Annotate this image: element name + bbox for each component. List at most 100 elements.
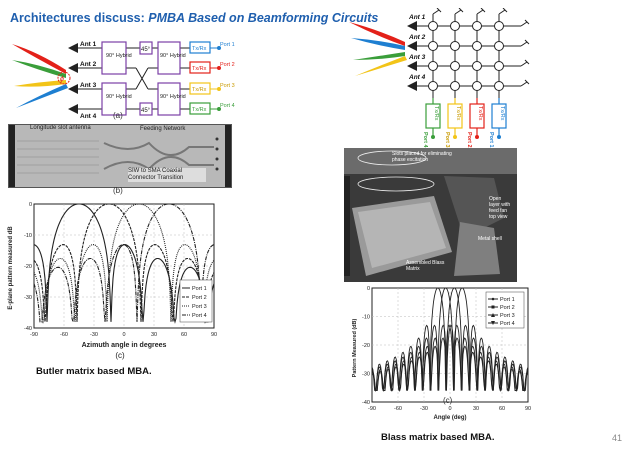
- butler-sublabel-a: (a): [113, 111, 123, 120]
- blass-photo: [344, 148, 517, 282]
- x-tick-label: 90: [525, 406, 531, 412]
- load-icon: [520, 61, 528, 67]
- y-tick-label: -10: [362, 315, 370, 321]
- y-tick-label: -10: [24, 233, 32, 239]
- blass-legend-port-3: Port 3: [500, 313, 515, 319]
- txrx-label: Tx/Rx: [433, 106, 439, 121]
- shift-label: 45°: [141, 108, 151, 114]
- coupler-node: [472, 41, 482, 51]
- butler-antennas: [68, 43, 78, 114]
- load-icon: [432, 9, 440, 15]
- x-tick-label: -90: [368, 406, 376, 412]
- y-tick-label: -20: [362, 343, 370, 349]
- beam-yellow: [14, 80, 66, 87]
- butler-ports: Tx/Rx Tx/Rx Tx/Rx Tx/Rx Port 1 Port 2 Po…: [189, 41, 235, 115]
- x-tick-label: -60: [394, 406, 402, 412]
- blass-y-label: Pattern Measured (dB): [352, 318, 358, 377]
- hybrid-label: 90° Hybrid: [160, 94, 186, 100]
- x-tick-label: -30: [90, 332, 98, 338]
- slide-title: Architectures discuss: PMBA Based on Bea…: [10, 11, 378, 25]
- blass-ant-3: Ant 3: [408, 54, 426, 61]
- blass-antennas: [407, 21, 417, 91]
- coupler-node: [494, 21, 504, 31]
- y-tick-label: 0: [29, 202, 32, 208]
- antenna-icon: [407, 61, 417, 71]
- blass-x-label: Angle (deg): [434, 415, 467, 421]
- butler-sublabel-b: (b): [113, 186, 123, 195]
- port-label: Port 2: [220, 62, 235, 68]
- blass-legend-port-2: Port 2: [500, 305, 515, 311]
- pattern-curve-port-1: [33, 203, 215, 324]
- y-tick-label: -30: [24, 295, 32, 301]
- pattern-curve-port-2: [33, 203, 215, 324]
- label-assembled-matrix: Assembled Blass Matrix: [406, 260, 445, 272]
- phase-circle: [57, 71, 71, 85]
- x-tick-label: -60: [60, 332, 68, 338]
- coupler-node: [494, 61, 504, 71]
- x-tick-label: 0: [448, 406, 451, 412]
- butler-wires: [78, 47, 190, 110]
- antenna-icon: [407, 21, 417, 31]
- blass-photo-drawing: [344, 148, 517, 282]
- butler-legend-port-1: Port 1: [192, 286, 207, 292]
- x-tick-label: 60: [181, 332, 187, 338]
- pattern-curve-port-4: [33, 203, 215, 324]
- title-italic: PMBA Based on Beamforming Circuits: [148, 11, 379, 25]
- butler-x-label: Azimuth angle in degrees: [82, 342, 167, 349]
- coupler-node: [428, 61, 438, 71]
- butler-sublabel-c: (c): [115, 351, 125, 360]
- y-tick-label: -40: [24, 326, 32, 332]
- label-slots-top: Slots placed for eliminating phase excit…: [392, 151, 452, 163]
- txrx-label: Tx/Rx: [192, 66, 207, 72]
- hybrid-block: [101, 41, 127, 75]
- butler-ant-1: Ant 1: [80, 41, 97, 48]
- antenna-icon: [68, 84, 78, 94]
- coupler-node: [472, 21, 482, 31]
- x-tick-label: 0: [122, 332, 125, 338]
- butler-ant-2: Ant 2: [80, 61, 97, 68]
- y-tick-label: -40: [362, 400, 370, 406]
- port-label: Port 3: [444, 132, 450, 148]
- butler-beams: [12, 44, 68, 108]
- blass-beams: [349, 22, 407, 76]
- blass-coupler-grid: [417, 8, 530, 98]
- hybrid-block: [101, 82, 127, 116]
- load-icon: [520, 21, 528, 27]
- blass-legend: Port 1 Port 2 Port 3 Port 4: [485, 291, 525, 329]
- butler-ant-3: Ant 3: [80, 82, 97, 89]
- coupler-node: [450, 21, 460, 31]
- port-label: Port 4: [220, 103, 235, 109]
- y-tick-label: -20: [24, 264, 32, 270]
- port-label: Port 3: [220, 83, 235, 89]
- y-tick-label: 0: [367, 286, 370, 292]
- butler-board-photo: [8, 124, 232, 188]
- blass-legend-port-1: Port 1: [500, 297, 515, 303]
- coupler-node: [494, 41, 504, 51]
- butler-ant-4: Ant 4: [80, 113, 97, 120]
- coupler-node: [450, 81, 460, 91]
- label-metal-shell: Metal shell: [478, 236, 502, 242]
- blass-legend-port-4: Port 4: [500, 321, 515, 327]
- coupler-node: [472, 61, 482, 71]
- blass-sublabel-c: (c): [443, 396, 453, 405]
- coupler-node: [494, 81, 504, 91]
- butler-caption: Butler matrix based MBA.: [36, 366, 152, 377]
- hybrid-label: 90° Hybrid: [106, 53, 132, 59]
- coupler-node: [428, 81, 438, 91]
- label-feeding-network: Feeding Network: [140, 126, 186, 132]
- butler-legend-port-2: Port 2: [192, 295, 207, 301]
- butler-hybrids: 90° Hybrid 90° Hybrid 90° Hybrid 90° Hyb…: [101, 41, 186, 116]
- hybrid-label: 90° Hybrid: [106, 94, 132, 100]
- txrx-label: Tx/Rx: [477, 106, 483, 121]
- antenna-icon: [68, 63, 78, 73]
- blass-ant-2: Ant 2: [408, 34, 426, 41]
- hybrid-block: [157, 82, 181, 116]
- antenna-icon: [68, 104, 78, 114]
- x-tick-label: 60: [499, 406, 505, 412]
- hybrid-block: [157, 41, 181, 75]
- pattern-curve-port-3: [33, 203, 215, 324]
- load-icon: [498, 9, 506, 15]
- coupler-node: [428, 21, 438, 31]
